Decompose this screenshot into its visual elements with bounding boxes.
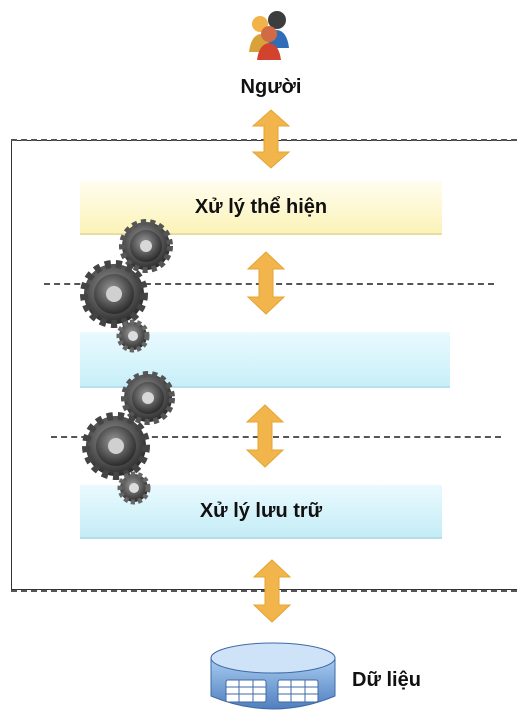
layer-separator-2 [51,436,501,438]
storage-layer-label: Xử lý lưu trữ [199,499,323,522]
double-arrow-icon [245,404,285,468]
gears-icon [80,219,173,353]
storage-layer-box: Xử lý lưu trữ [80,485,442,539]
double-arrow-icon [251,109,291,169]
database-label: Dữ liệu [352,669,421,691]
database-icon [210,642,336,710]
gears-icon [82,371,175,505]
presentation-layer-label: Xử lý thể hiện [194,195,328,218]
top-actor-label: Người [240,76,302,98]
users-icon [249,11,289,60]
boundary-dash-bottom [11,590,517,592]
double-arrow-icon [252,559,292,623]
double-arrow-icon [246,251,286,315]
